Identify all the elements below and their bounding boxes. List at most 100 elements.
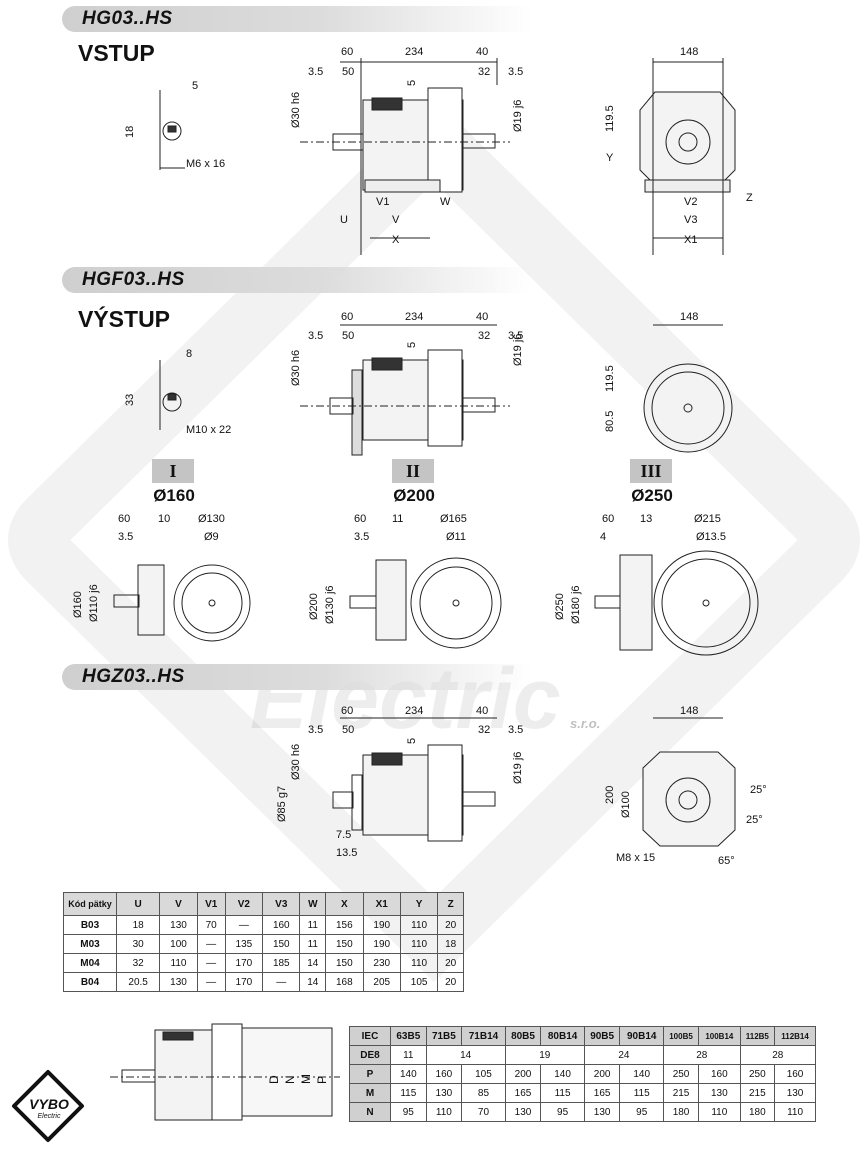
header-cell: V1 bbox=[196, 892, 226, 916]
hgz-angle-25b: 25° bbox=[746, 814, 763, 826]
heading-vstup: VSTUP bbox=[78, 40, 155, 66]
header-cell: Kód pätky bbox=[63, 892, 117, 916]
header-cell: V2 bbox=[224, 892, 264, 916]
flange-II-a: 60 bbox=[354, 513, 367, 525]
header-cell: X1 bbox=[362, 892, 401, 916]
watermark-sro: s.r.o. bbox=[570, 716, 601, 731]
hg-side-view bbox=[300, 58, 510, 255]
hg-dim-W: W bbox=[440, 196, 451, 208]
hg-dim-V2: V2 bbox=[684, 196, 698, 208]
table-cell: 150 bbox=[325, 953, 364, 973]
hgz-dim-7-5: 7.5 bbox=[336, 829, 352, 841]
hg-dim-40: 40 bbox=[476, 46, 489, 58]
iec-header-cell: 63B5 bbox=[390, 1026, 427, 1046]
hg-dim-148: 148 bbox=[680, 46, 699, 58]
hgz-front-view bbox=[642, 717, 736, 847]
hg-dim-U: U bbox=[340, 214, 348, 226]
flange-III-c: 4 bbox=[600, 531, 607, 543]
hg-dim-3-5b: 3.5 bbox=[508, 66, 524, 78]
hg-dim-X1: X1 bbox=[684, 234, 698, 246]
flange-I-diameter: Ø160 bbox=[153, 486, 195, 505]
flange-II-c: 3.5 bbox=[354, 531, 370, 543]
hg-shaft-key-drawing bbox=[159, 90, 185, 170]
hgf-side-view bbox=[300, 324, 510, 456]
hg-dim-234: 234 bbox=[405, 46, 424, 58]
flange-I-a: 60 bbox=[118, 513, 131, 525]
hgz-dim-40: 40 bbox=[476, 705, 489, 717]
iec-header-cell: 112B5 bbox=[739, 1026, 776, 1046]
header-cell: X bbox=[325, 892, 364, 916]
flange-II-e: Ø11 bbox=[446, 531, 466, 543]
logo-brand: VYBO bbox=[29, 1096, 69, 1112]
flange-I-d: Ø130 bbox=[198, 513, 225, 525]
hgf-dim-148: 148 bbox=[680, 311, 699, 323]
flange-III-b: 13 bbox=[640, 513, 653, 525]
hgz-dim-3-5a: 3.5 bbox=[308, 724, 324, 736]
hgz-angle-65: 65° bbox=[718, 855, 735, 867]
table-cell: 20.5 bbox=[115, 972, 161, 992]
hgf-dim-32: 32 bbox=[478, 330, 491, 342]
hgz-dim-234: 234 bbox=[405, 705, 424, 717]
motor-adapter-drawing bbox=[110, 1023, 340, 1121]
header-cell: V3 bbox=[262, 892, 301, 916]
hg-dim-Y: Y bbox=[606, 152, 614, 164]
flange-I-drawing bbox=[113, 564, 251, 642]
flange-II-b: 11 bbox=[392, 513, 404, 525]
hg-dim-3-5a: 3.5 bbox=[308, 66, 324, 78]
header-cell: V bbox=[159, 892, 198, 916]
code-table-header: Kód pätky U V V1 V2 V3 W X X1 Y Z bbox=[63, 892, 464, 916]
header-cell: Y bbox=[399, 892, 439, 916]
hg-dim-V3: V3 bbox=[684, 214, 698, 226]
hgf-shaft-key-drawing bbox=[159, 360, 182, 430]
flange-II-drawing bbox=[349, 557, 502, 649]
hgf-dim-60: 60 bbox=[341, 311, 354, 323]
flange-II-d: Ø165 bbox=[440, 513, 467, 525]
logo-sub: Electric bbox=[37, 1113, 61, 1120]
heading-vystup: VÝSTUP bbox=[78, 306, 171, 332]
iec-header-cell: 71B14 bbox=[461, 1026, 506, 1046]
hgz-dim-32: 32 bbox=[478, 724, 491, 736]
hgz-side-view bbox=[332, 717, 497, 842]
flange-III-roman: III bbox=[630, 459, 672, 483]
flange-II-diameter: Ø200 bbox=[393, 486, 435, 505]
table-cell: 20 bbox=[437, 972, 464, 992]
hg-dim-60: 60 bbox=[341, 46, 354, 58]
table-cell: 105 bbox=[399, 972, 439, 992]
iec-cell: 110 bbox=[774, 1102, 816, 1122]
banner-hg: HG03..HS bbox=[62, 6, 532, 32]
table-cell: 168 bbox=[325, 972, 364, 992]
iec-header-cell: 100B14 bbox=[698, 1026, 741, 1046]
flange-III-d: Ø215 bbox=[694, 513, 721, 525]
hgf-dim-40: 40 bbox=[476, 311, 489, 323]
hgf-thread: M10 x 22 bbox=[186, 424, 232, 436]
hgf-dim-3-5b: 3.5 bbox=[508, 330, 524, 342]
hgz-dim-148: 148 bbox=[680, 705, 699, 717]
table-cell: 205 bbox=[362, 972, 401, 992]
iec-cell: 70 bbox=[461, 1102, 506, 1122]
flange-I-roman: I bbox=[152, 459, 194, 483]
iec-row-label: P bbox=[349, 1064, 391, 1084]
table-cell: — bbox=[196, 972, 226, 992]
hg-key-dim-5: 5 bbox=[192, 80, 199, 92]
iec-cell: 95 bbox=[540, 1102, 585, 1122]
hg-front-view bbox=[639, 58, 736, 255]
banner-hgf: HGF03..HS bbox=[62, 267, 532, 293]
hgz-dim-60: 60 bbox=[341, 705, 354, 717]
hg-dim-V: V bbox=[392, 214, 400, 226]
flange-I-e: Ø9 bbox=[204, 531, 219, 543]
iec-header-cell: 90B5 bbox=[583, 1026, 621, 1046]
hgz-dim-50: 50 bbox=[342, 724, 355, 736]
hg-dim-50: 50 bbox=[342, 66, 355, 78]
hgf-key-dim-8: 8 bbox=[186, 348, 193, 360]
header-cell: Z bbox=[437, 892, 464, 916]
iec-header-cell: 80B5 bbox=[504, 1026, 542, 1046]
hgf-dim-234: 234 bbox=[405, 311, 424, 323]
